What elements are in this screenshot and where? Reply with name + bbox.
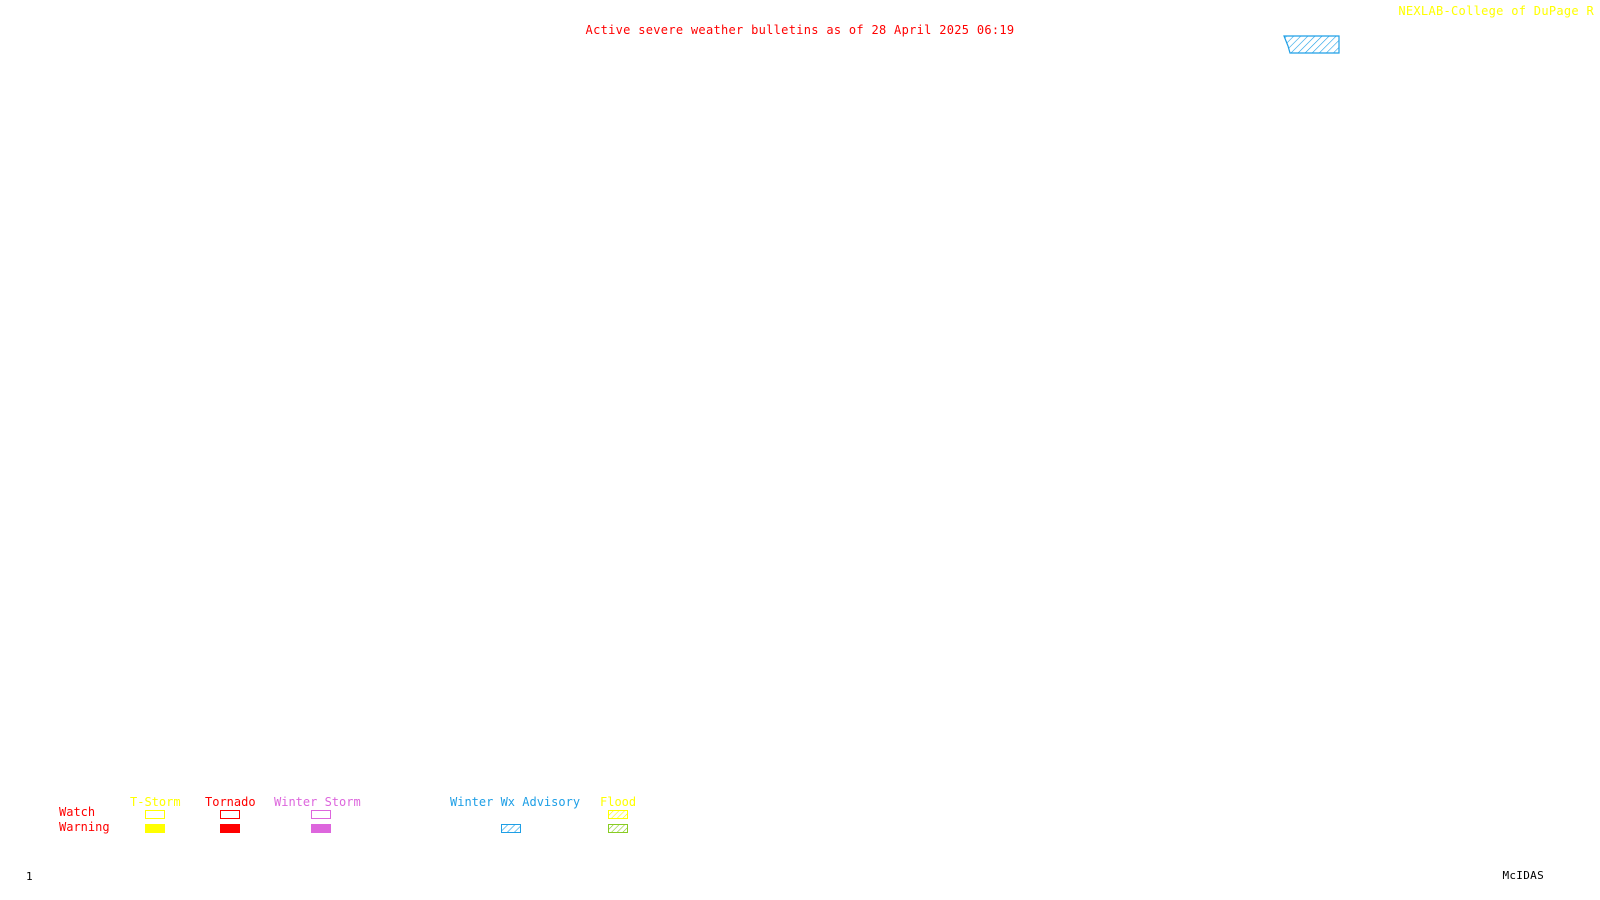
legend-row-watch: Watch (59, 805, 96, 819)
tstorm-watch-swatch (145, 810, 165, 819)
software-label: McIDAS (1502, 869, 1544, 882)
winter-storm-watch-swatch (311, 810, 331, 819)
legend-row-warning: Warning (59, 820, 110, 834)
credit-label: NEXLAB-College of DuPage R (1398, 4, 1594, 18)
winter-wx-advisory-swatch (501, 824, 521, 833)
winter-wx-advisory-area (1283, 35, 1340, 54)
legend-label-tornado: Tornado (205, 795, 256, 809)
flood-warning-swatch (608, 824, 628, 833)
tornado-warning-swatch (220, 824, 240, 833)
winter-storm-warning-swatch (311, 824, 331, 833)
tornado-watch-swatch (220, 810, 240, 819)
legend-label-winter-storm: Winter Storm (274, 795, 361, 809)
legend-label-tstorm: T-Storm (130, 795, 181, 809)
legend-label-flood: Flood (600, 795, 637, 809)
legend-label-winter-wx-advisory: Winter Wx Advisory (450, 795, 581, 809)
tstorm-warning-swatch (145, 824, 165, 833)
frame-number: 1 (26, 870, 33, 883)
bulletin-title: Active severe weather bulletins as of 28… (585, 23, 1015, 37)
flood-watch-swatch (608, 810, 628, 819)
